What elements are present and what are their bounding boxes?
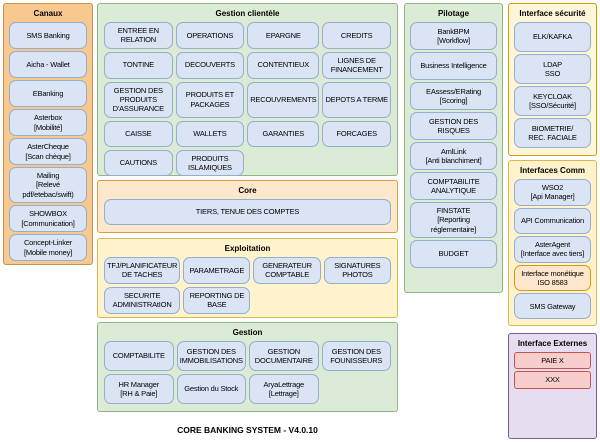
comm-stack: WSO2 [Api Manager] API Communication Ast…: [509, 179, 596, 324]
panel-core: Core TIERS, TENUE DES COMPTES: [97, 180, 398, 233]
panel-gestion-title: Gestion: [232, 328, 263, 337]
diagram-caption: CORE BANKING SYSTEM - V4.0.10: [177, 425, 318, 435]
panel-gestion: Gestion COMPTABILITE GESTION DES IMMOBIL…: [97, 322, 398, 412]
module-box: XXX: [514, 371, 591, 389]
core-grid: TIERS, TENUE DES COMPTES: [98, 199, 397, 231]
module-box: TFJ/PLANIFICATEUR DE TACHES: [104, 257, 181, 284]
module-box: TONTINE: [104, 51, 173, 79]
module-box: GESTION DOCUMENTAIRE: [249, 341, 319, 371]
module-box: GENERATEUR COMPTABLE: [253, 257, 321, 284]
module-box: EPARGNE: [247, 22, 320, 49]
module-box: AsterAgent [Interface avec tiers]: [514, 235, 591, 263]
panel-interfaces-comm: Interfaces Comm WSO2 [Api Manager] API C…: [508, 160, 597, 326]
module-box: CONTENTIEUX: [247, 51, 320, 79]
module-box: Aicha - Wallet: [9, 51, 87, 78]
module-box: Asterbox [Mobilité]: [9, 109, 87, 136]
module-box: WSO2 [Api Manager]: [514, 179, 591, 206]
module-box: BIOMETRIE/ REC. FACIALE: [514, 118, 591, 148]
module-box: GESTION DES RISQUES: [410, 112, 497, 140]
module-box: PRODUITS ET PACKAGES: [175, 81, 245, 118]
module-box: CAUTIONS: [104, 149, 173, 177]
module-box: GESTION DES PRODUITS D'ASSURANCE: [104, 81, 173, 118]
module-box: SHOWBOX [Communication]: [9, 205, 87, 233]
panel-interface-externes-title: Interface Externes: [517, 339, 588, 348]
module-box: SMS Banking: [9, 22, 87, 49]
module-box: AryaLettrage [Lettrage]: [249, 374, 319, 404]
module-box: KEYCLOAK [SSO/Sécurité]: [514, 86, 591, 116]
panel-interfaces-comm-title: Interfaces Comm: [520, 166, 585, 175]
module-box: PRODUITS ISLAMIQUES: [175, 149, 245, 177]
module-box: EBanking: [9, 80, 87, 107]
panel-interface-securite: Interface sécurité ELK/KAFKA LDAP SSO KE…: [508, 3, 597, 156]
module-box: AsterCheque [Scan chèque]: [9, 138, 87, 165]
pilotage-stack: BankBPM [Workflow] Business Intelligence…: [405, 22, 502, 273]
securite-stack: ELK/KAFKA LDAP SSO KEYCLOAK [SSO/Sécurit…: [509, 22, 596, 153]
gestion-grid: COMPTABILITE GESTION DES IMMOBILISATIONS…: [98, 341, 397, 410]
module-box: DEPOTS A TERME: [322, 81, 391, 118]
panel-interface-externes: Interface Externes PAIE X XXX: [508, 333, 597, 439]
module-box: Mailing [Relevé pdf/etebac/swift): [9, 167, 87, 204]
module-box: ENTREE EN RELATION: [104, 22, 173, 49]
module-box: Interface monétique ISO 8583: [514, 264, 591, 292]
module-box: TIERS, TENUE DES COMPTES: [104, 199, 391, 225]
panel-pilotage: Pilotage BankBPM [Workflow] Business Int…: [404, 3, 503, 293]
module-box: SIGNATURES PHOTOS: [323, 257, 391, 284]
module-box: Concept-Linker [Mobile money]: [9, 234, 87, 262]
exploitation-grid: TFJ/PLANIFICATEUR DE TACHES PARAMETRAGE …: [98, 257, 397, 320]
module-box: Gestion du Stock: [176, 374, 246, 404]
panel-pilotage-title: Pilotage: [437, 9, 470, 18]
module-box: GARANTIES: [247, 120, 320, 147]
module-box: CREDITS: [322, 22, 391, 49]
canaux-stack: SMS Banking Aicha - Wallet EBanking Aste…: [4, 22, 92, 266]
module-box: ELK/KAFKA: [514, 22, 591, 52]
panel-canaux-title: Canaux: [33, 9, 63, 18]
module-box: DECOUVERTS: [175, 51, 245, 79]
module-box: AmlLink [Anti blanchiment]: [410, 142, 497, 170]
module-box: OPERATIONS: [175, 22, 245, 49]
panel-canaux: Canaux SMS Banking Aicha - Wallet EBanki…: [3, 3, 93, 265]
module-box: COMPTABILITE: [104, 341, 174, 371]
module-box: GESTION DES FOUNISSEURS: [321, 341, 391, 371]
panel-gestion-clientele: Gestion clientèle ENTREE EN RELATION OPE…: [97, 3, 398, 177]
module-box: BUDGET: [410, 240, 497, 269]
panel-exploitation: Exploitation TFJ/PLANIFICATEUR DE TACHES…: [97, 238, 398, 318]
clientele-grid: ENTREE EN RELATION OPERATIONS EPARGNE CR…: [98, 22, 397, 182]
module-box: HR Manager [RH & Paie]: [104, 374, 174, 404]
module-box: API Communication: [514, 207, 591, 234]
panel-gestion-clientele-title: Gestion clientèle: [215, 9, 280, 18]
module-box: RECOUVREMENTS: [247, 81, 320, 118]
module-box: FINSTATE [Reporting réglementaire]: [410, 202, 497, 239]
module-box: BankBPM [Workflow]: [410, 22, 497, 50]
module-box: LIGNES DE FINANCEMENT: [322, 51, 391, 79]
module-box: Business Intelligence: [410, 52, 497, 80]
panel-interface-securite-title: Interface sécurité: [519, 9, 586, 18]
module-box: REPORTING DE BASE: [183, 286, 251, 314]
module-box: EAssess/ERating [Scoring]: [410, 82, 497, 110]
module-box: FORCAGES: [322, 120, 391, 147]
module-box: COMPTABILITE ANALYTIQUE: [410, 172, 497, 200]
module-box: LDAP SSO: [514, 54, 591, 84]
module-box: SMS Gateway: [514, 293, 591, 320]
module-box: PAIE X: [514, 352, 591, 370]
module-box: PARAMETRAGE: [183, 257, 251, 284]
panel-exploitation-title: Exploitation: [224, 244, 271, 253]
module-box: WALLETS: [175, 120, 245, 147]
externes-stack: PAIE X XXX: [509, 352, 596, 394]
module-box: GESTION DES IMMOBILISATIONS: [176, 341, 246, 371]
panel-core-title: Core: [238, 186, 257, 195]
module-box: CAISSE: [104, 120, 173, 147]
module-box: SECURITE ADMINISTRAtION: [104, 286, 181, 314]
